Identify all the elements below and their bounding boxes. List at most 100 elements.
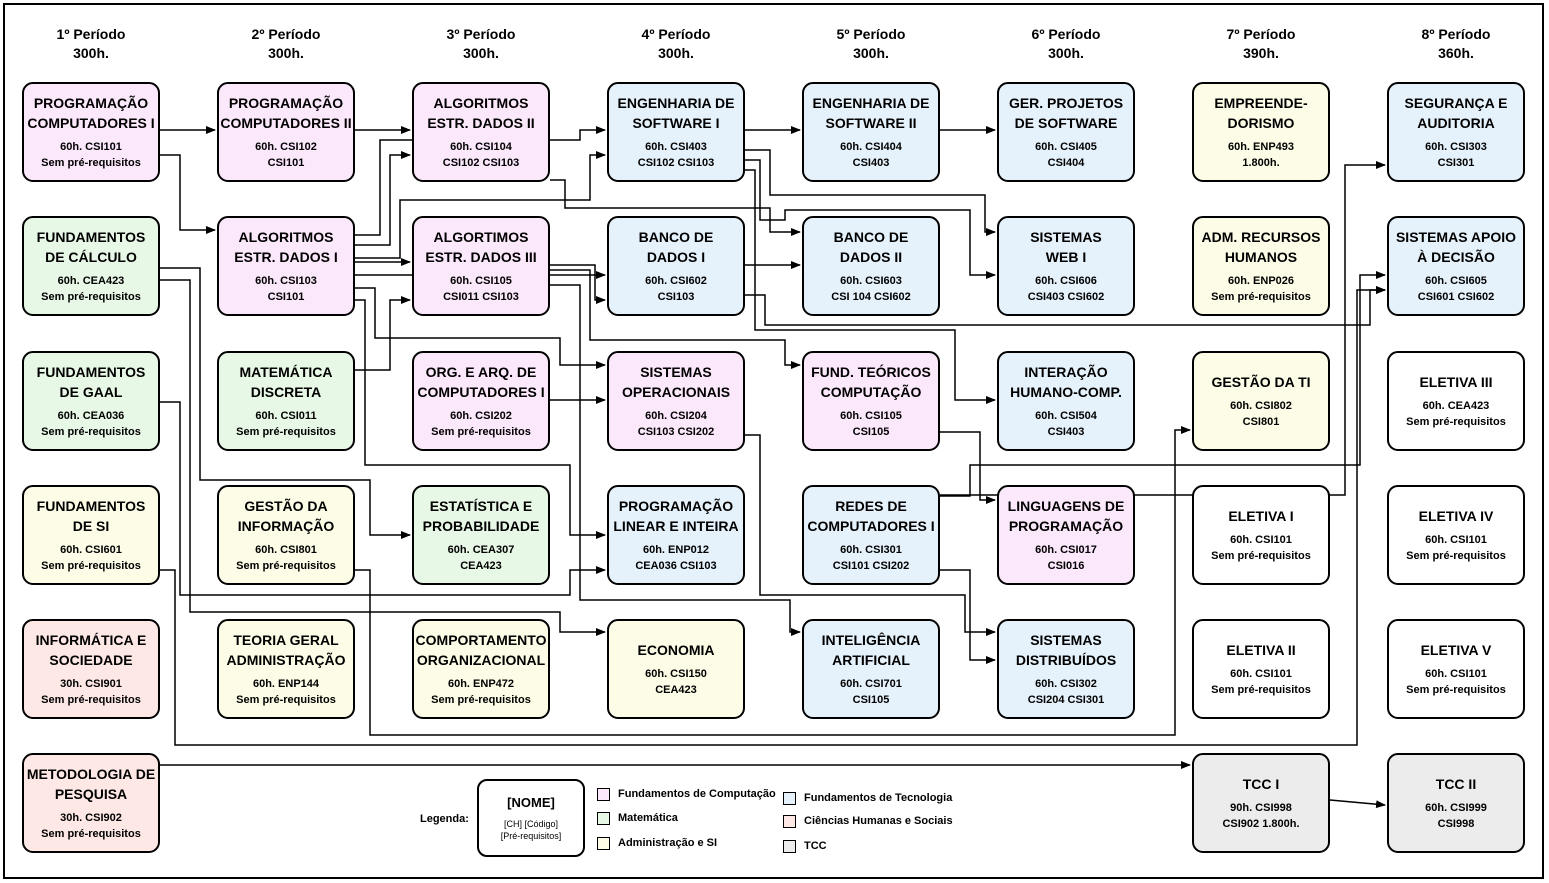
course-info: 60h. CSI601 Sem pré-requisitos [41, 544, 141, 572]
course-info: 60h. CSI101 Sem pré-requisitos [1211, 534, 1311, 562]
course-name: ELETIVA V [1420, 642, 1492, 658]
course-interacao-humano-comp[interactable]: INTERAÇÃO HUMANO-COMP.60h. CSI504 CSI403 [997, 351, 1135, 451]
course-info: 60h. CSI301 CSI101 CSI202 [832, 544, 910, 572]
course-info: 60h. CSI603 CSI 104 CSI602 [831, 275, 911, 303]
course-info: 60h. CSI602 CSI103 [645, 275, 707, 303]
period-label: 5º Período [836, 26, 906, 42]
period-hours: 300h. [853, 45, 889, 61]
course-info: 60h. CSI802 CSI801 [1230, 400, 1292, 428]
course-name: SISTEMAS APOIO À DECISÃO [1395, 229, 1517, 265]
course-fundamentos-de-calculo[interactable]: FUNDAMENTOS DE CÁLCULO 60h. CEA423 Sem pr… [22, 216, 160, 316]
period-hours: 300h. [658, 45, 694, 61]
legend-swatch [597, 836, 610, 850]
course-name: PROGRAMAÇÃO COMPUTADORES II [220, 95, 352, 131]
period-label: 1º Período [56, 26, 126, 42]
course-info: 60h. ENP012 CEA036 CSI103 [635, 544, 717, 572]
legend-item-label: TCC [804, 840, 827, 852]
course-info: 60h. CSI101 Sem pré-requisitos [1406, 534, 1506, 562]
course-info: 60h. CSI606 CSI403 CSI602 [1027, 275, 1105, 303]
course-programacao-computadores-ii[interactable]: PROGRAMAÇÃO COMPUTADORES II 60h. CSI102 C… [217, 82, 355, 182]
legend-item-label: Administração e SI [618, 837, 718, 849]
course-info: 60h. CEA423 Sem pré-requisitos [1406, 400, 1506, 428]
legend-item-label: Fundamentos de Computação [618, 788, 776, 800]
period-header-5: 5º Período 300h. [801, 25, 941, 63]
course-banco-de-dados-ii[interactable]: BANCO DE DADOS II 60h. CSI603 CSI 104 CSI… [802, 216, 940, 316]
course-name: BANCO DE DADOS II [833, 229, 909, 265]
course-info: 60h. CSI011 Sem pré-requisitos [236, 410, 336, 438]
course-info: 60h. CSI102 CSI101 [255, 141, 317, 169]
course-name: ADM. RECURSOS HUMANOS [1201, 229, 1321, 265]
connector [355, 287, 606, 369]
course-name: FUNDAMENTOS DE CÁLCULO [36, 229, 146, 265]
period-hours: 360h. [1438, 45, 1474, 61]
connector [940, 161, 1386, 496]
course-name: GER. PROJETOS DE SOFTWARE [1008, 95, 1124, 131]
course-name: ELETIVA III [1419, 374, 1493, 390]
connector [940, 431, 996, 504]
course-sistemas-web-i[interactable]: SISTEMAS WEB I 60h. CSI606 CSI403 CSI602 [997, 216, 1135, 316]
legend-item-fundamentos-tecnologia: Fundamentos de Tecnologia [783, 791, 952, 805]
course-info: 60h. CSI017 CSI016 [1035, 544, 1097, 572]
course-name: INTELIGÊNCIA ARTIFICIAL [821, 632, 921, 668]
course-metodologia-de-pesquisa[interactable]: METODOLOGIA DE PESQUISA 30h. CSI902 Sem p… [22, 753, 160, 853]
course-eletiva-i[interactable]: ELETIVA I 60h. CSI101 Sem pré-requisitos [1192, 485, 1330, 585]
course-info: 60h. CEA423 Sem pré-requisitos [41, 275, 141, 303]
course-name: METODOLOGIA DE PESQUISA [26, 766, 156, 802]
course-name: SISTEMAS DISTRIBUÍDOS [1015, 632, 1117, 668]
legend-item-tcc: TCC [783, 839, 827, 853]
course-matematica-discreta[interactable]: MATEMÁTICA DISCRETA 60h. CSI011 Sem pré-r… [217, 351, 355, 451]
course-info: 30h. CSI901 Sem pré-requisitos [41, 678, 141, 706]
course-name: MATEMÁTICA DISCRETA [239, 364, 333, 400]
legend-item-label: Ciências Humanas e Sociais [804, 815, 953, 827]
course-info: 60h. CSI101 Sem pré-requisitos [1211, 668, 1311, 696]
period-hours: 300h. [1048, 45, 1084, 61]
course-name: SISTEMAS WEB I [1030, 229, 1102, 265]
course-name: FUNDAMENTOS DE GAAL [36, 364, 146, 400]
course-info: 30h. CSI902 Sem pré-requisitos [41, 812, 141, 840]
course-eletiva-iii[interactable]: ELETIVA III 60h. CEA423 Sem pré-requisito… [1387, 351, 1525, 451]
course-info: 60h. CSI150 CEA423 [645, 668, 707, 696]
connector [550, 264, 606, 304]
course-name: ELETIVA I [1228, 508, 1294, 524]
period-hours: 300h. [463, 45, 499, 61]
connector [1329, 799, 1386, 809]
course-name: ORG. E ARQ. DE COMPUTADORES I [417, 364, 545, 400]
